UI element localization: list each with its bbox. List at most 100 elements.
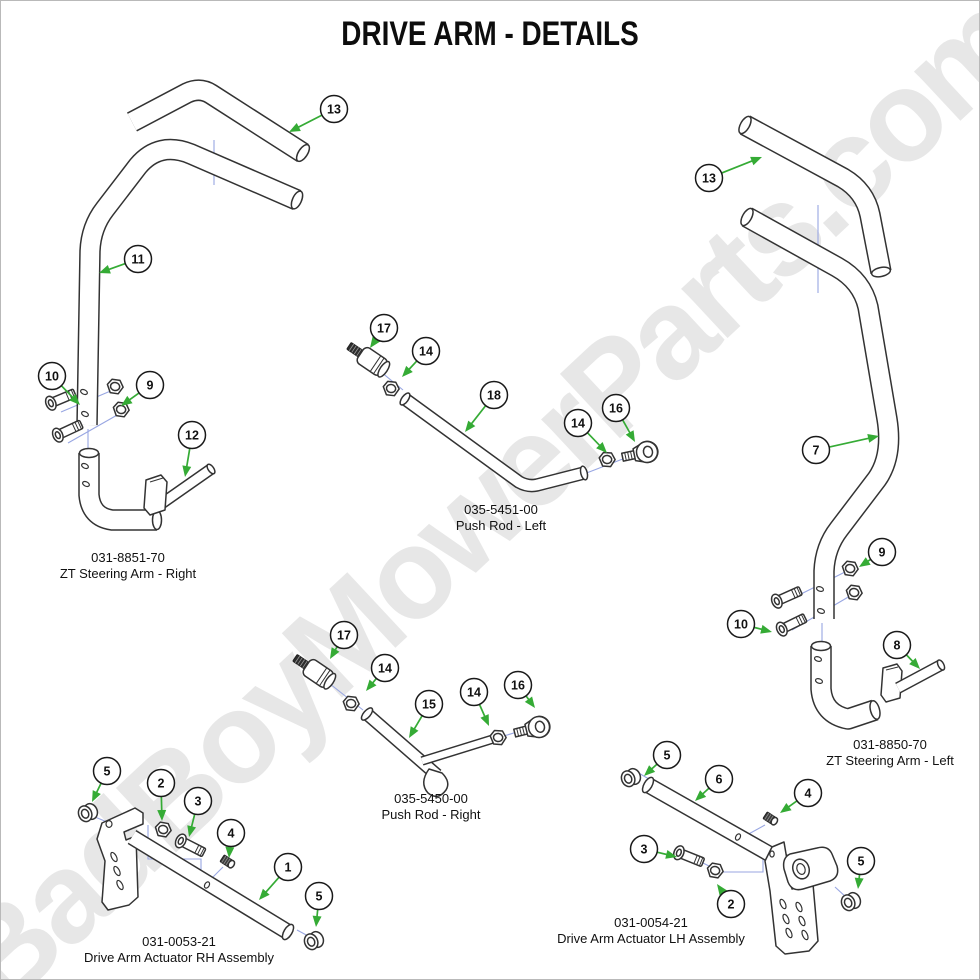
callout-10: 10 — [37, 361, 80, 405]
callout-arrow-line — [127, 392, 140, 402]
callout-balloon — [694, 163, 724, 193]
part-name-label: ZT Steering Arm - Right — [60, 566, 197, 581]
callout-arrowhead — [859, 557, 871, 567]
callout-arrowhead — [99, 265, 111, 274]
callout-arrow-line — [107, 262, 126, 271]
part-number-label: 031-8850-70 — [853, 737, 927, 752]
callout-arrowhead — [121, 395, 133, 406]
callout-balloon — [411, 336, 441, 366]
bolt-part — [49, 416, 86, 445]
nut-part — [704, 861, 726, 880]
callout-13: 13 — [289, 94, 349, 132]
part-number-label: 031-0053-21 — [142, 934, 216, 949]
callout-7: 7 — [801, 433, 879, 465]
set-screw-part — [762, 811, 780, 827]
callout-number: 17 — [377, 322, 391, 336]
callout-balloon — [846, 846, 876, 876]
callout-balloon — [414, 689, 444, 719]
part-name-label: Drive Arm Actuator RH Assembly — [84, 950, 274, 965]
callout-balloon — [329, 620, 359, 650]
callout-balloon — [369, 313, 399, 343]
callout-number: 3 — [641, 843, 648, 857]
callout-balloon — [37, 361, 67, 391]
callout-12: 12 — [177, 420, 207, 477]
callout-arrow-line — [185, 448, 191, 469]
callout-9: 9 — [859, 537, 897, 567]
callout-number: 8 — [894, 639, 901, 653]
callout-arrow-line — [190, 813, 196, 829]
callout-arrowhead — [409, 726, 419, 738]
callout-arrow-line — [412, 715, 423, 731]
callout-arrowhead — [480, 714, 489, 726]
callout-arrow-line — [60, 385, 75, 400]
callout-number: 16 — [511, 679, 525, 693]
callout-balloon — [146, 768, 176, 798]
callout-arrowhead — [717, 884, 727, 896]
callout-arrow-line — [621, 419, 632, 435]
callout-number: 2 — [158, 777, 165, 791]
callout-arrowhead — [187, 825, 197, 837]
callout-arrowhead — [225, 846, 235, 858]
callout-arrowhead — [69, 393, 80, 405]
callout-number: 5 — [104, 765, 111, 779]
part-name-label: Push Rod - Left — [456, 518, 547, 533]
callout-10: 10 — [726, 609, 772, 639]
callout-arrowhead — [695, 790, 707, 801]
push-rod-left-drawing — [342, 337, 661, 493]
callout-number: 5 — [664, 749, 671, 763]
callout-balloon — [479, 380, 509, 410]
callout-arrowhead — [330, 647, 340, 659]
callout-arrow-line — [721, 159, 754, 174]
part-number-label: 031-8851-70 — [91, 550, 165, 565]
callout-arrow-line — [828, 437, 871, 448]
nut-part — [341, 694, 361, 713]
callout-4: 4 — [216, 818, 246, 858]
callout-balloon — [563, 408, 593, 438]
callout-arrowhead — [625, 430, 635, 442]
callout-16: 16 — [601, 393, 635, 442]
callout-number: 4 — [805, 787, 812, 801]
callout-5: 5 — [304, 881, 334, 927]
callout-13: 13 — [694, 156, 762, 193]
callout-number: 14 — [571, 417, 585, 431]
callout-4: 4 — [780, 778, 823, 813]
part-number-label: 035-5450-00 — [394, 791, 468, 806]
callout-6: 6 — [695, 764, 734, 801]
callout-arrowhead — [370, 336, 380, 348]
callout-number: 15 — [422, 698, 436, 712]
callout-arrow-line — [264, 876, 280, 894]
rod-end-part — [511, 713, 553, 744]
ball-joint-part — [342, 337, 393, 380]
callout-arrow-line — [586, 432, 602, 448]
callout-arrow-line — [469, 405, 487, 426]
callout-number: 14 — [467, 686, 481, 700]
part-name-label: Drive Arm Actuator LH Assembly — [557, 931, 745, 946]
callout-balloon — [216, 818, 246, 848]
callout-number: 1 — [285, 861, 292, 875]
callout-17: 17 — [369, 313, 399, 348]
bushing-part — [618, 765, 644, 790]
callout-14: 14 — [563, 408, 607, 453]
callout-arrowhead — [259, 888, 270, 900]
callout-balloon — [319, 94, 349, 124]
bolt-part — [773, 610, 810, 639]
callout-balloon — [801, 435, 831, 465]
callout-number: 17 — [337, 629, 351, 643]
callout-arrowhead — [465, 420, 476, 432]
callout-arrowhead — [909, 657, 920, 669]
callout-arrowhead — [524, 696, 535, 708]
callout-14: 14 — [459, 677, 489, 726]
callout-arrowhead — [644, 765, 656, 776]
callout-3: 3 — [629, 834, 677, 864]
callout-14: 14 — [366, 653, 400, 691]
drive-arm-actuator-lh-drawing — [618, 765, 864, 955]
callout-number: 13 — [327, 103, 341, 117]
callout-arrowhead — [867, 433, 879, 443]
callout-number: 18 — [487, 389, 501, 403]
push-rod-right-drawing — [288, 649, 553, 798]
callout-balloon — [177, 420, 207, 450]
callout-17: 17 — [329, 620, 359, 659]
